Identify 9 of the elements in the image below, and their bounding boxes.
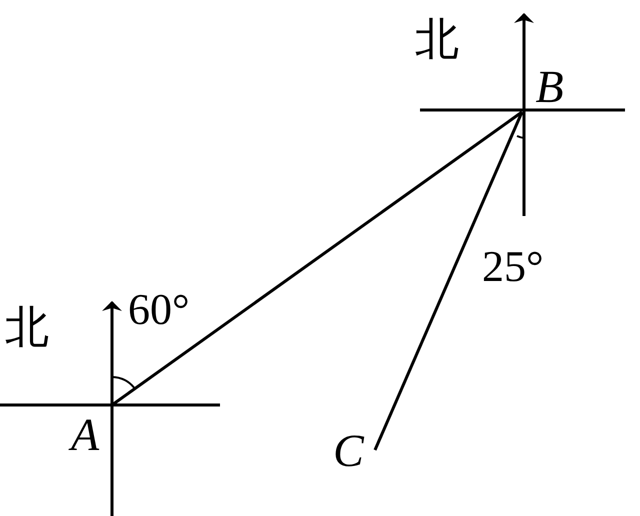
- point-label: C: [322, 425, 375, 477]
- line-segment: [111, 110, 523, 406]
- angle-label: 60°: [128, 288, 190, 332]
- direction-label: 北: [415, 18, 459, 62]
- point-label: B: [522, 62, 577, 112]
- direction-label: 北: [5, 306, 49, 350]
- point-label: A: [58, 405, 112, 465]
- line-segment: [374, 111, 524, 451]
- angle-label: 25°: [482, 245, 544, 289]
